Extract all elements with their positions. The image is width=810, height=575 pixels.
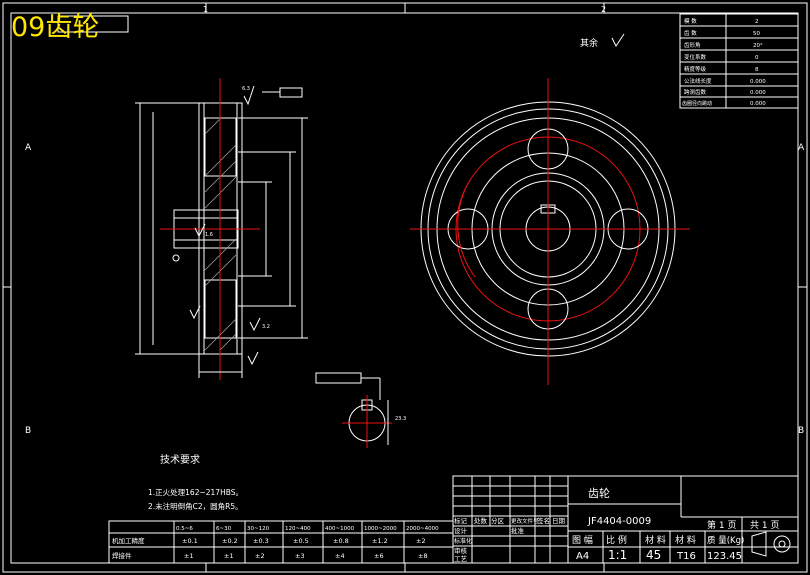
total-sheets: 共 1 页 [750, 520, 779, 531]
svg-text:0.5~6: 0.5~6 [176, 526, 193, 532]
svg-text:23.3: 23.3 [395, 416, 406, 422]
svg-text:分区: 分区 [491, 516, 505, 525]
svg-text:齿圈径向跳动: 齿圈径向跳动 [682, 100, 712, 107]
rest-roughness-label: 其余 [580, 37, 598, 49]
svg-text:工艺: 工艺 [454, 555, 468, 563]
svg-text:机加工精度: 机加工精度 [112, 536, 145, 545]
material: T16 [676, 551, 696, 562]
gear-front-view [410, 78, 690, 385]
svg-text:齿 数: 齿 数 [684, 29, 697, 37]
tech-req-title: 技术要求 [160, 453, 200, 466]
svg-text:400~1000: 400~1000 [325, 526, 355, 532]
svg-text:8: 8 [755, 67, 759, 73]
weight-value: 123.45 [707, 551, 742, 562]
svg-text:0.000: 0.000 [750, 79, 766, 85]
svg-text:标准化: 标准化 [454, 537, 472, 545]
gear-section-view: 6.3 3.2 1.6 [135, 78, 308, 380]
svg-text:材 料: 材 料 [645, 534, 666, 546]
svg-text:±4: ±4 [335, 552, 345, 560]
svg-text:±3: ±3 [295, 552, 305, 560]
drawing-banner-title: 09齿轮 [11, 12, 100, 43]
svg-text:精度等级: 精度等级 [684, 65, 707, 73]
svg-text:±0.2: ±0.2 [222, 537, 238, 545]
projection-symbol-cone [751, 531, 767, 557]
part-name: 齿轮 [588, 486, 610, 500]
svg-text:齿形角: 齿形角 [684, 41, 701, 49]
svg-text:±6: ±6 [374, 552, 384, 560]
zone-row-b-right: B [798, 426, 804, 436]
zone-row-a-right: A [798, 143, 805, 153]
svg-text:50: 50 [753, 31, 760, 37]
svg-text:变位系数: 变位系数 [684, 53, 707, 61]
title-block: 标记 处数 分区 更改文件号 签名 日期 设计 标准化 审核 工艺 批准 齿轮 … [452, 475, 799, 564]
svg-text:材 料: 材 料 [675, 534, 696, 546]
svg-text:0.000: 0.000 [750, 101, 766, 107]
svg-text:±0.3: ±0.3 [253, 537, 269, 545]
svg-text:更改文件号: 更改文件号 [511, 517, 539, 525]
svg-text:±0.5: ±0.5 [293, 537, 309, 545]
svg-text:0.000: 0.000 [750, 90, 766, 96]
scale-value: 1:1 [608, 548, 627, 562]
svg-text:±8: ±8 [418, 552, 428, 560]
svg-text:6~30: 6~30 [216, 526, 232, 532]
gear-parameter-table: 模 数 2 齿 数 50 齿形角 20° 变位系数 0 精度等级 8 公法线长度… [679, 13, 799, 109]
svg-text:±0.8: ±0.8 [333, 537, 349, 545]
svg-text:处数: 处数 [474, 516, 488, 525]
svg-text:±1.2: ±1.2 [372, 537, 388, 545]
keyway-detail: 23.3 [315, 372, 406, 448]
svg-text:图 幅: 图 幅 [572, 534, 593, 546]
zone-row-b: B [25, 426, 31, 436]
svg-text:公法线长度: 公法线长度 [684, 77, 712, 85]
svg-text:批准: 批准 [511, 526, 525, 535]
svg-text:±2: ±2 [255, 552, 265, 560]
projection-symbol-circle [773, 535, 791, 553]
svg-text:设计: 设计 [454, 526, 468, 535]
sheet-number: 第 1 页 [707, 519, 736, 531]
svg-text:±2: ±2 [416, 537, 426, 545]
zone-col-1: 1 [203, 5, 208, 14]
svg-text:3.2: 3.2 [262, 324, 270, 330]
svg-text:1000~2000: 1000~2000 [364, 526, 397, 532]
svg-text:30~120: 30~120 [247, 526, 270, 532]
svg-text:日期: 日期 [552, 517, 566, 525]
svg-text:1.6: 1.6 [205, 232, 213, 238]
svg-text:120~400: 120~400 [285, 526, 311, 532]
svg-text:跨测齿数: 跨测齿数 [684, 88, 707, 96]
svg-text:审核: 审核 [454, 546, 468, 555]
svg-text:±1: ±1 [184, 552, 194, 560]
svg-text:0: 0 [755, 55, 759, 61]
svg-text:2000~4000: 2000~4000 [406, 526, 439, 532]
svg-text:焊接件: 焊接件 [112, 551, 132, 560]
tolerance-table: 机加工精度 焊接件 0.5~6 6~30 30~120 120~400 400~… [108, 520, 454, 564]
svg-text:20°: 20° [753, 43, 763, 49]
svg-text:标记: 标记 [454, 516, 468, 525]
svg-text:比 例: 比 例 [606, 534, 627, 546]
svg-text:2: 2 [755, 19, 759, 25]
svg-text:质 量(Kg): 质 量(Kg) [707, 535, 744, 546]
sheet-size: A4 [576, 551, 589, 562]
roughness-symbol [611, 33, 625, 47]
svg-text:模 数: 模 数 [684, 17, 697, 25]
tech-req-item-1: 1.正火处理162~217HBS。 [148, 487, 243, 497]
svg-text:签名: 签名 [537, 516, 550, 525]
zone-row-a: A [25, 143, 32, 153]
material-no: 45 [646, 548, 661, 562]
zone-col-2: 2 [601, 5, 606, 14]
rotated-code-box [57, 15, 129, 33]
svg-text:6.3: 6.3 [242, 86, 250, 92]
svg-text:±1: ±1 [224, 552, 234, 560]
svg-text:±0.1: ±0.1 [182, 537, 198, 545]
drawing-number: JF4404-0009 [587, 516, 651, 527]
tech-req-item-2: 2.未注明倒角C2，圆角R5。 [148, 501, 243, 511]
